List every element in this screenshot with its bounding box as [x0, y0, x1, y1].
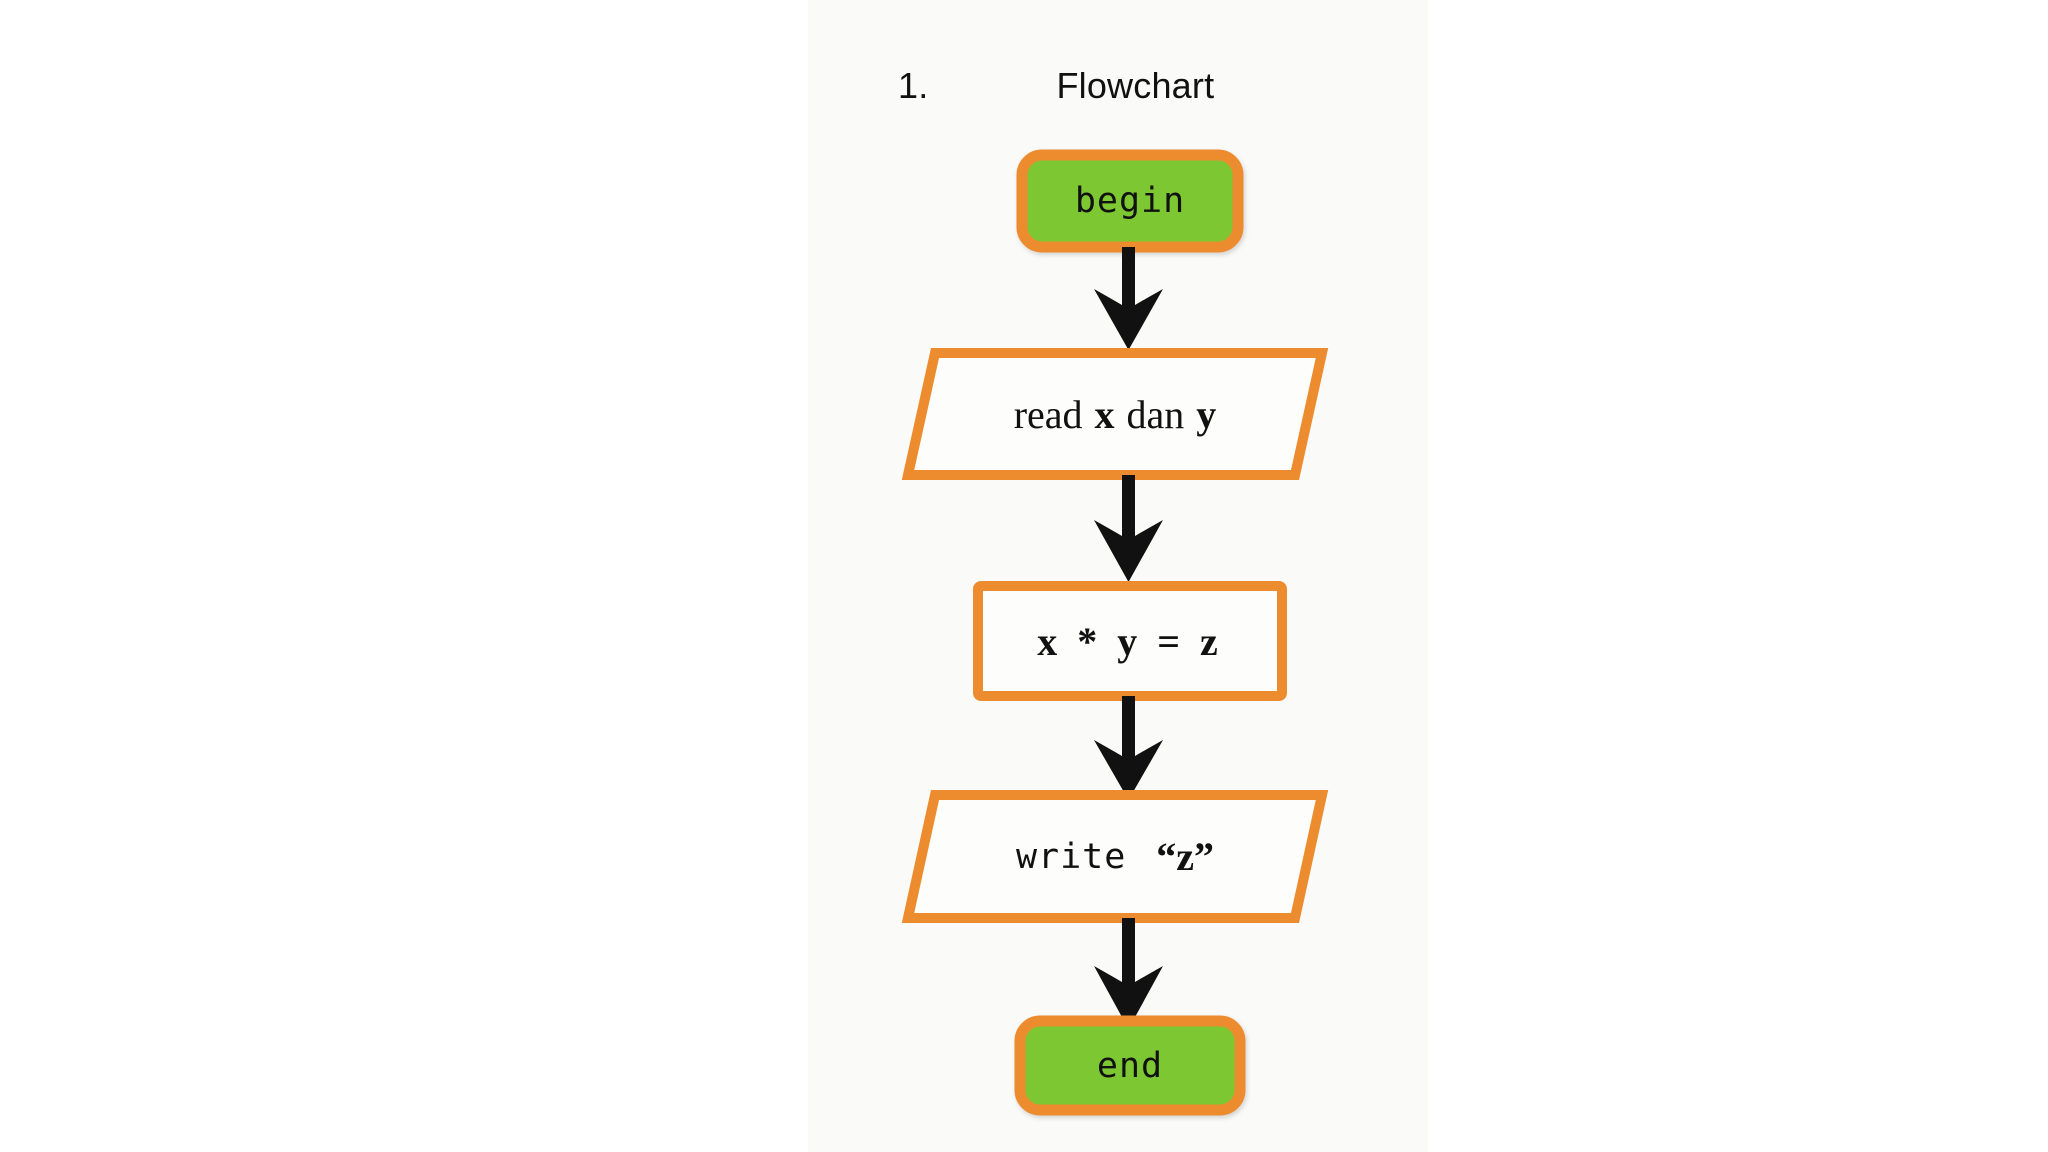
edge-read-process-shaft — [1122, 475, 1135, 541]
edge-read-process-arrowhead — [1094, 520, 1163, 582]
edge-write-end — [1094, 918, 1163, 1029]
heading-number: 1. — [898, 65, 929, 106]
heading-title: Flowchart — [1056, 65, 1215, 106]
node-process-shape[interactable] — [973, 581, 1287, 701]
page-title: 1. Flowchart — [898, 58, 1418, 114]
node-begin[interactable] — [1016, 149, 1244, 253]
node-begin-shape[interactable] — [1016, 149, 1244, 253]
node-read[interactable] — [901, 348, 1329, 480]
edge-begin-read-arrowhead — [1094, 289, 1163, 350]
node-write[interactable] — [901, 790, 1329, 923]
edge-write-end-shaft — [1122, 918, 1135, 984]
edge-process-write-arrowhead — [1094, 740, 1163, 800]
node-read-shape[interactable] — [901, 348, 1329, 480]
node-process[interactable] — [973, 581, 1287, 701]
edge-process-write — [1094, 696, 1163, 800]
edge-begin-read — [1094, 247, 1163, 350]
edge-read-process — [1094, 475, 1163, 582]
edge-begin-read-shaft — [1122, 247, 1135, 315]
edge-write-end-arrowhead — [1094, 966, 1163, 1029]
node-end[interactable] — [1014, 1015, 1246, 1116]
node-write-shape[interactable] — [901, 790, 1329, 923]
edge-process-write-shaft — [1122, 696, 1135, 762]
node-end-shape[interactable] — [1014, 1015, 1246, 1116]
